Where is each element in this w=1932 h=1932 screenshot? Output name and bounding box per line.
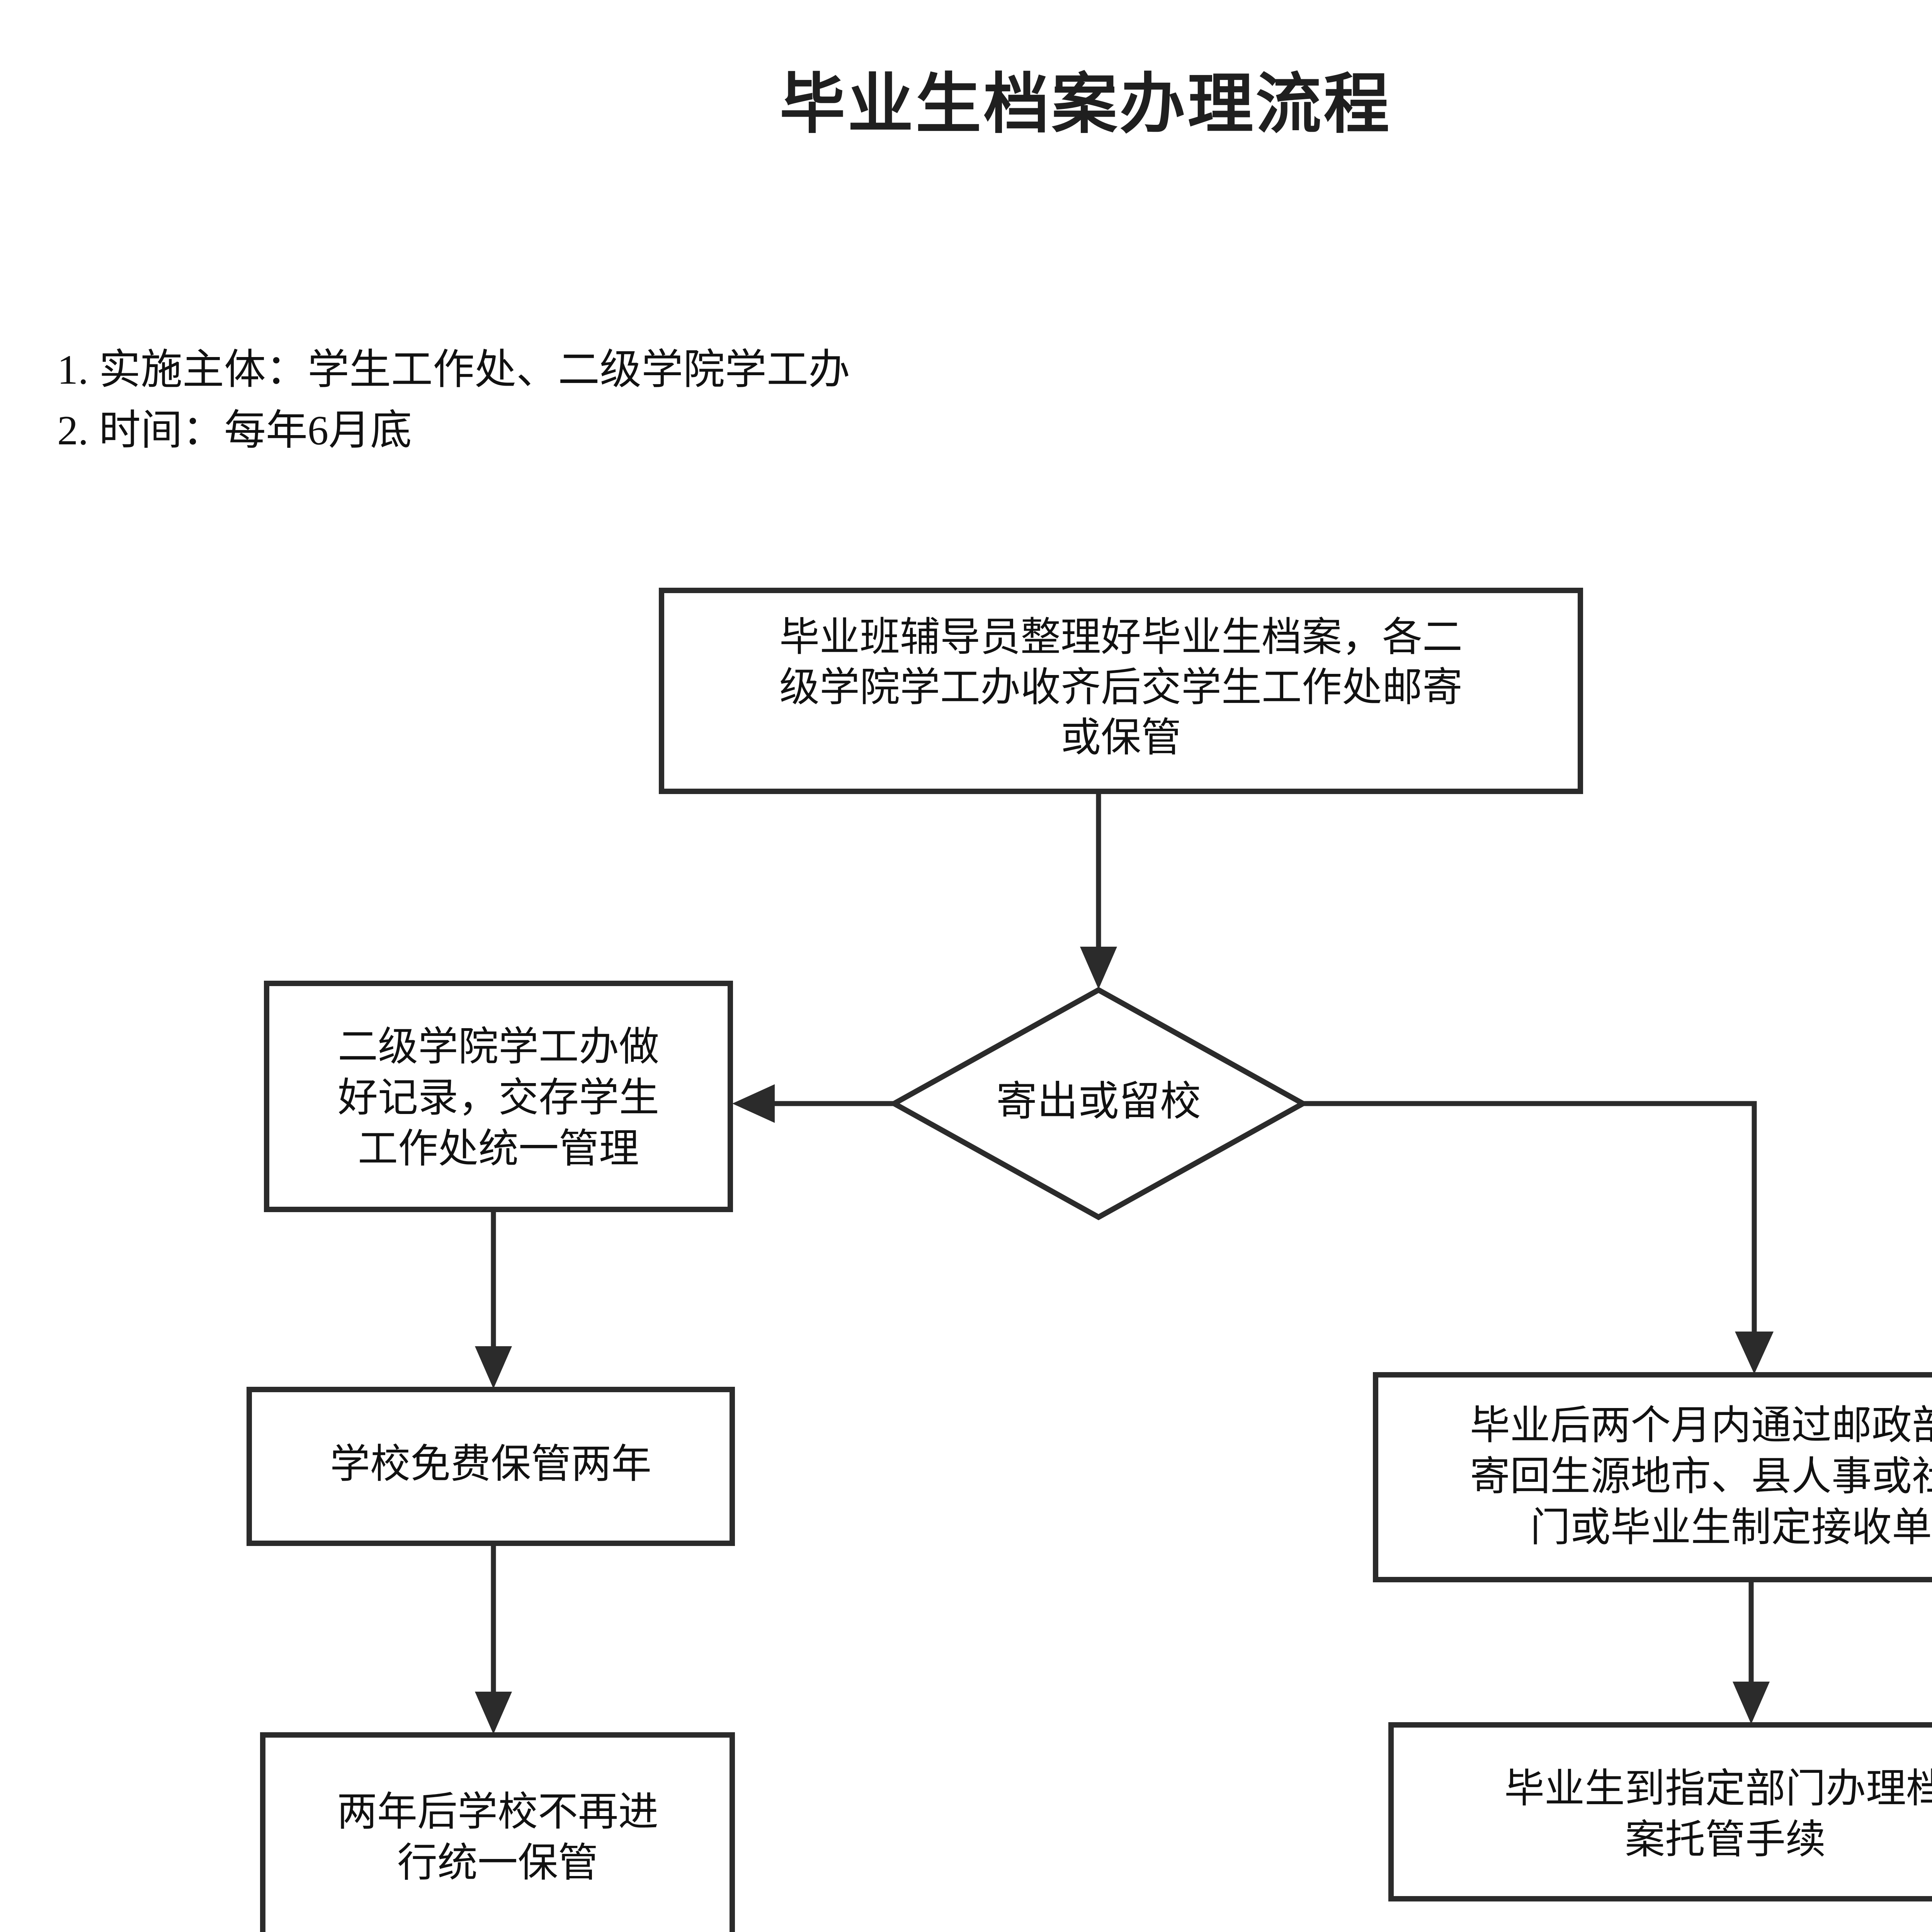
node-free-keep-label: 学校免费保管两年 — [330, 1442, 651, 1486]
node-record-line-1: 二级学院学工办做 — [338, 1025, 659, 1069]
edge-decision-to-mail — [1303, 1101, 1774, 1374]
node-stop-keep-line-2: 行统一保管 — [397, 1841, 598, 1885]
edge-collect-to-decision-arrowhead — [1080, 947, 1117, 989]
node-mail-line-1: 毕业后两个月内通过邮政部门邮 — [1470, 1403, 1932, 1448]
node-collect-line-3: 或保管 — [1061, 716, 1181, 760]
edge-decision-to-record — [732, 1084, 894, 1123]
node-record[interactable]: 二级学院学工办做 好记录，交存学生 工作处统一管理 — [264, 981, 733, 1212]
node-graduate-handle-shape — [1388, 1722, 1932, 1901]
node-mail[interactable]: 毕业后两个月内通过邮政部门邮 寄回生源地市、县人事或社保部 门或毕业生制定接收单… — [1373, 1372, 1932, 1582]
node-decision-label: 寄出或留校 — [996, 1079, 1201, 1124]
node-record-line-3: 工作处统一管理 — [358, 1127, 639, 1171]
node-graduate-handle-line-2: 案托管手续 — [1625, 1818, 1826, 1862]
node-graduate-handle[interactable]: 毕业生到指定部门办理档 案托管手续 — [1388, 1722, 1932, 1901]
node-decision-shape — [888, 986, 1309, 1221]
meta-line-2: 2. 时间：每年6月底 — [57, 407, 412, 454]
edge-free-keep-to-stop-keep — [475, 1543, 512, 1734]
node-collect-line-1: 毕业班辅导员整理好毕业生档案，各二 — [779, 615, 1463, 660]
node-record-line-2: 好记录，交存学生 — [338, 1076, 659, 1120]
node-mail-line-2: 寄回生源地市、县人事或社保部 — [1470, 1454, 1932, 1499]
node-record-shape — [264, 981, 733, 1212]
edge-decision-to-mail-arrowhead — [1735, 1332, 1774, 1374]
node-stop-keep-shape — [260, 1732, 735, 1932]
node-collect-line-2: 级学院学工办收齐后交学生工作处邮寄 — [779, 665, 1463, 710]
node-decision[interactable]: 寄出或留校 — [888, 986, 1309, 1221]
edge-record-to-free-keep — [475, 1209, 512, 1389]
node-collect-shape — [659, 588, 1583, 794]
node-graduate-handle-line-1: 毕业生到指定部门办理档 — [1504, 1767, 1932, 1811]
edge-record-to-free-keep-arrowhead — [475, 1346, 512, 1389]
node-collect[interactable]: 毕业班辅导员整理好毕业生档案，各二 级学院学工办收齐后交学生工作处邮寄 或保管 — [659, 588, 1583, 794]
edge-free-keep-to-stop-keep-arrowhead — [475, 1692, 512, 1734]
edge-decision-to-mail-line — [1303, 1101, 1757, 1337]
node-free-keep-shape — [247, 1387, 735, 1546]
node-stop-keep[interactable]: 两年后学校不再进 行统一保管 — [260, 1732, 735, 1932]
edge-decision-to-record-arrowhead — [732, 1084, 775, 1123]
edge-mail-to-graduate-handle — [1733, 1580, 1770, 1724]
node-mail-line-3: 门或毕业生制定接收单位 — [1530, 1505, 1932, 1550]
page-title: 毕业生档案办理流程 — [779, 66, 1392, 143]
node-free-keep[interactable]: 学校免费保管两年 — [247, 1387, 735, 1546]
meta-line-1: 1. 实施主体：学生工作处、二级学院学工办 — [57, 347, 850, 393]
edge-collect-to-decision — [1080, 791, 1117, 989]
edge-mail-to-graduate-handle-arrowhead — [1733, 1682, 1770, 1724]
node-stop-keep-line-1: 两年后学校不再进 — [337, 1790, 658, 1834]
meta-list: 1. 实施主体：学生工作处、二级学院学工办 2. 时间：每年6月底 — [57, 340, 850, 461]
